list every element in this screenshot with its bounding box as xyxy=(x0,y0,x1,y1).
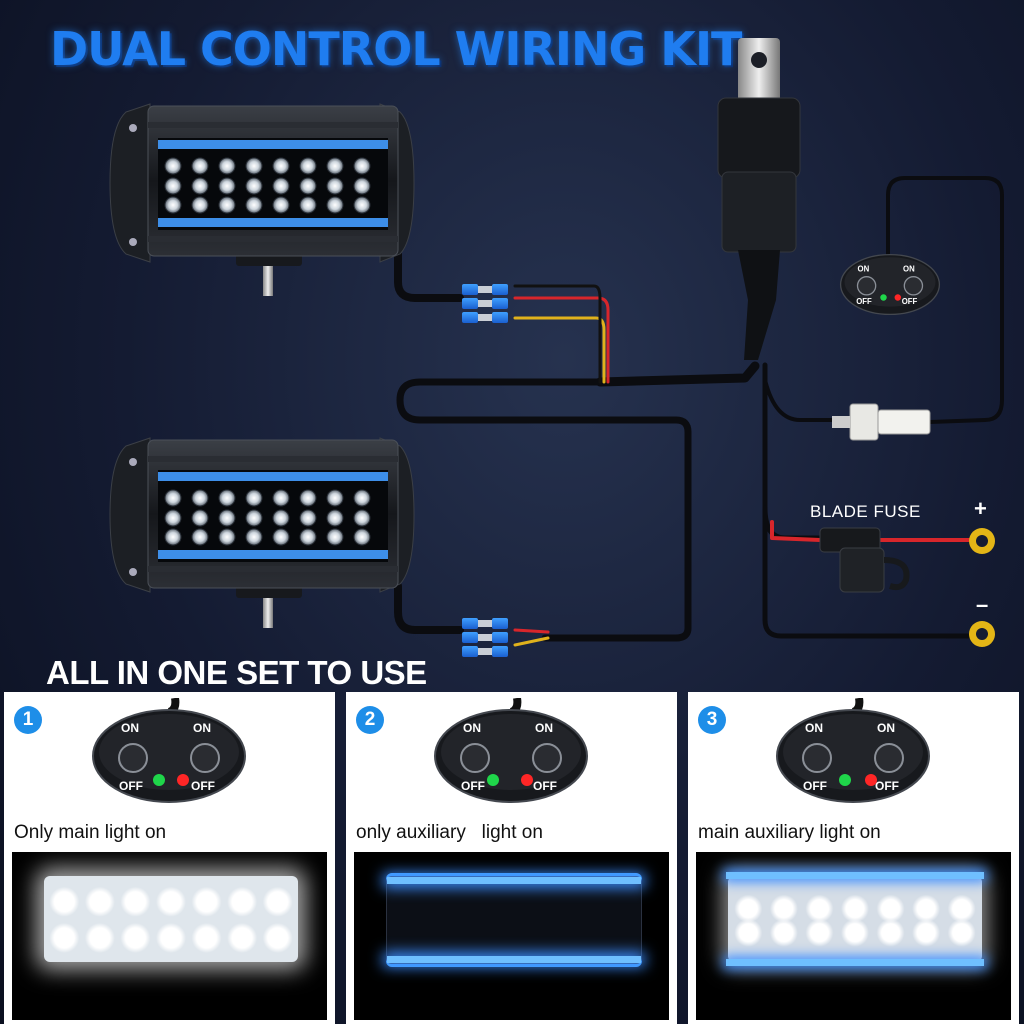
fuse-label: BLADE FUSE xyxy=(810,502,921,521)
switch-off-label-left: OFF xyxy=(119,779,143,793)
switch-off-label-left: OFF xyxy=(461,779,485,793)
indicator-right xyxy=(521,774,533,786)
switch-on-label-right: ON xyxy=(903,265,915,274)
switch-off-label-right: OFF xyxy=(191,779,215,793)
dual-switch-icon: ON ON OFF OFF xyxy=(434,698,588,803)
light-photo-auxiliary xyxy=(354,852,669,1020)
mode-number-badge: 1 xyxy=(14,706,42,734)
ring-terminal-negative-icon xyxy=(969,621,995,647)
switch-on-label-left: ON xyxy=(121,721,139,735)
connector-bottom xyxy=(462,618,508,657)
mode-panels: 1 ON ON OFF OFF Only main light on 2 xyxy=(0,692,1024,1024)
switch-on-label-left: ON xyxy=(858,265,870,274)
mode-panel-2: 2 ON ON OFF OFF only auxiliary light on xyxy=(346,692,677,1024)
mode-panel-3: 3 ON ON OFF OFF main auxiliary light on xyxy=(688,692,1019,1024)
mode-panel-1: 1 ON ON OFF OFF Only main light on xyxy=(4,692,335,1024)
blade-fuse-icon xyxy=(819,527,910,593)
switch-off-label-left: OFF xyxy=(803,779,827,793)
mode-number-badge: 3 xyxy=(698,706,726,734)
switch-on-label-right: ON xyxy=(535,721,553,735)
mode-caption: Only main light on xyxy=(14,822,167,843)
page-title: DUAL CONTROL WIRING KIT xyxy=(50,22,742,76)
light-bar-top xyxy=(109,103,415,296)
wire-harness xyxy=(394,176,1004,647)
switch-off-label-right: OFF xyxy=(533,779,557,793)
switch-off-label-right: OFF xyxy=(875,779,899,793)
light-photo-main xyxy=(12,852,327,1020)
indicator-left xyxy=(487,774,499,786)
wiring-diagram: ON ON OFF OFF xyxy=(109,38,1004,657)
indicator-right xyxy=(865,774,877,786)
switch-on-label-left: ON xyxy=(805,721,823,735)
relay-icon xyxy=(717,38,801,360)
dual-switch-icon: ON ON OFF OFF xyxy=(776,698,930,803)
section-heading: ALL IN ONE SET TO USE xyxy=(46,654,427,691)
light-bar-bottom xyxy=(109,437,415,628)
negative-terminal-label: – xyxy=(976,592,989,617)
indicator-left xyxy=(153,774,165,786)
mode-number-badge: 2 xyxy=(356,706,384,734)
dual-switch-icon: ON ON OFF OFF xyxy=(92,698,246,803)
indicator-right xyxy=(177,774,189,786)
mode-caption: main auxiliary light on xyxy=(698,822,881,843)
dual-switch-icon: ON ON OFF OFF xyxy=(839,253,941,316)
indicator-left xyxy=(839,774,851,786)
switch-off-label-left: OFF xyxy=(856,297,872,306)
switch-off-label-right: OFF xyxy=(902,297,918,306)
wire-connector-icon xyxy=(832,403,931,441)
mode-caption: only auxiliary light on xyxy=(356,822,543,843)
ring-terminal-positive-icon xyxy=(969,528,995,554)
positive-terminal-label: + xyxy=(974,496,987,521)
light-photo-both xyxy=(696,852,1011,1020)
connector-top xyxy=(462,284,508,323)
switch-on-label-right: ON xyxy=(877,721,895,735)
switch-on-label-left: ON xyxy=(463,721,481,735)
switch-on-label-right: ON xyxy=(193,721,211,735)
